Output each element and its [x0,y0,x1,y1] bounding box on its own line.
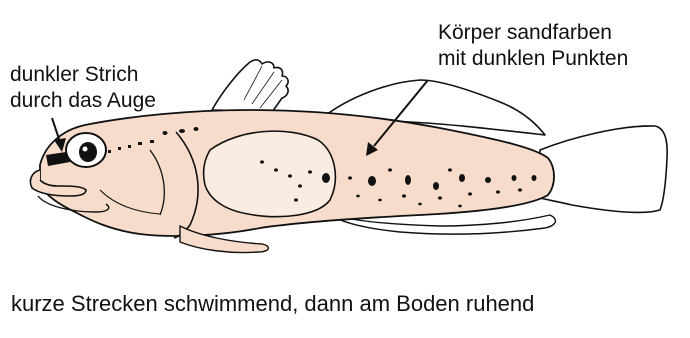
pectoral-fin [204,131,336,217]
caudal-fin [540,126,667,213]
eye-stripe-label-line1: dunkler Strich [10,62,156,88]
caption: kurze Strecken schwimmend, dann am Boden… [11,290,534,318]
eye-stripe-label: dunkler Strich durch das Auge [10,62,156,114]
body-color-label-line2: mit dunklen Punkten [438,46,628,72]
body-color-label-line1: Körper sandfarben [438,20,628,46]
eye-highlight [83,147,88,152]
eye-pupil [79,142,97,162]
body-color-label: Körper sandfarben mit dunklen Punkten [438,20,628,72]
eye-stripe-label-line2: durch das Auge [10,88,156,114]
